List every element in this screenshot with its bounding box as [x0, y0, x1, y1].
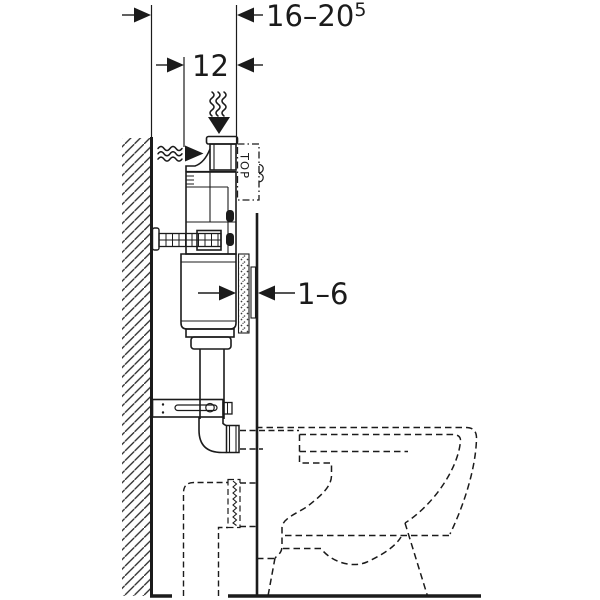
pan-top-outer [256, 426, 478, 535]
frame-tab [226, 210, 234, 222]
pan-outlet-curve [274, 475, 333, 559]
water-squiggle-icon [221, 91, 227, 117]
fill-valve-body [209, 143, 237, 171]
water-squiggle-icon [215, 91, 221, 117]
dimension-supply-offset [156, 57, 263, 147]
bracket-hole [161, 403, 165, 406]
water-squiggle-icon [157, 151, 183, 157]
bracket-slot [174, 404, 218, 412]
dimension-finish-depth [198, 285, 295, 301]
arrow-left-icon [258, 285, 275, 301]
arrow-right-icon [219, 285, 236, 301]
pan-front-leg [404, 522, 429, 597]
rod-clamp [196, 229, 222, 251]
frame-tab [226, 233, 234, 246]
flush-pipe [199, 349, 225, 419]
dimension-text-finish-depth: 1–6 [297, 277, 348, 311]
flush-connection-hidden [240, 429, 299, 450]
pan-back-step [298, 434, 333, 476]
drain-coupling [227, 478, 241, 529]
coupling-ribs [232, 480, 238, 526]
flush-plate-protection-box [236, 143, 260, 201]
arrow-right-icon [134, 7, 151, 23]
pan-back-leg [267, 557, 276, 597]
wall-hatching [122, 138, 151, 596]
inlet-housing [185, 148, 211, 172]
arrow-left-icon [237, 57, 254, 73]
dimension-text-depth-range: 16–205 [266, 0, 366, 33]
water-supply-top [208, 91, 230, 134]
pan-bowl-cavity [283, 536, 402, 566]
top-marking-label: TOP [238, 152, 252, 179]
protection-strip [237, 253, 250, 334]
bracket-screw [205, 402, 215, 413]
water-supply-side [157, 145, 204, 162]
dimension-depth-range [122, 5, 263, 143]
flow-arrow-down-icon [208, 117, 230, 134]
flush-bend-outer [198, 417, 227, 454]
water-squiggle-icon [157, 145, 183, 152]
arrow-left-icon [237, 7, 254, 23]
hose-bumps [258, 163, 264, 183]
arrow-right-icon [167, 57, 184, 73]
drain-elbow-inner [217, 526, 228, 596]
drain-elbow-outer [182, 481, 228, 596]
bend-socket [225, 424, 240, 454]
bracket-hole [161, 411, 165, 414]
cover-plate [250, 266, 257, 319]
wc-pan-outline [256, 426, 478, 597]
masonry-wall [122, 137, 153, 596]
water-squiggle-icon [209, 91, 215, 117]
flush-valve-collar [190, 336, 232, 350]
cistern-assembly [151, 135, 264, 454]
flow-arrow-right-icon [185, 145, 204, 162]
dimension-text-supply-offset: 12 [192, 49, 229, 83]
drain-pipe [182, 478, 256, 596]
water-squiggle-icon [157, 156, 183, 162]
rod-threads [165, 233, 219, 247]
